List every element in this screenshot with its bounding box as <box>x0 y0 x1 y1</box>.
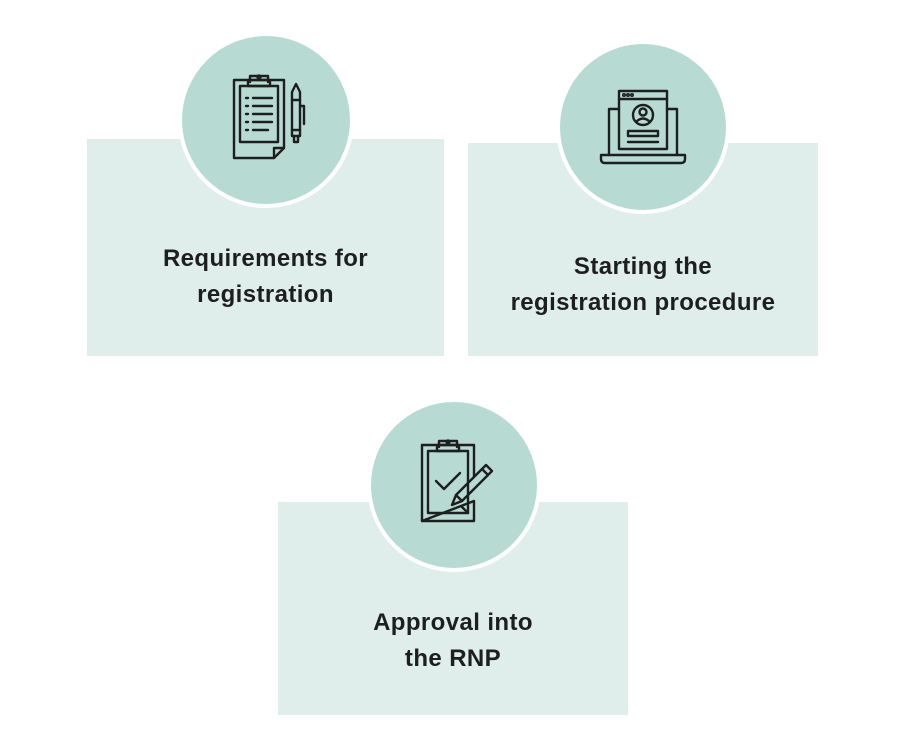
laptop-profile-icon <box>599 89 687 165</box>
clipboard-check-pen-icon <box>420 439 494 523</box>
step-icon-circle-starting <box>556 40 730 214</box>
step-label-line: registration <box>197 281 334 308</box>
step-label-line: the RNP <box>404 645 502 672</box>
step-label-line: Approval into <box>373 609 533 636</box>
step-label-line: Starting the <box>573 253 713 280</box>
step-label-requirements: Requirements for registration <box>87 241 444 313</box>
step-label-starting: Starting the registration procedure <box>468 249 818 321</box>
clipboard-checklist-pen-icon <box>232 74 306 160</box>
step-icon-circle-requirements <box>178 32 354 208</box>
step-icon-circle-approval <box>367 398 541 572</box>
step-label-line: registration procedure <box>510 289 776 316</box>
step-label-approval: Approval into the RNP <box>278 605 628 677</box>
step-label-line: Requirements for <box>162 245 369 272</box>
